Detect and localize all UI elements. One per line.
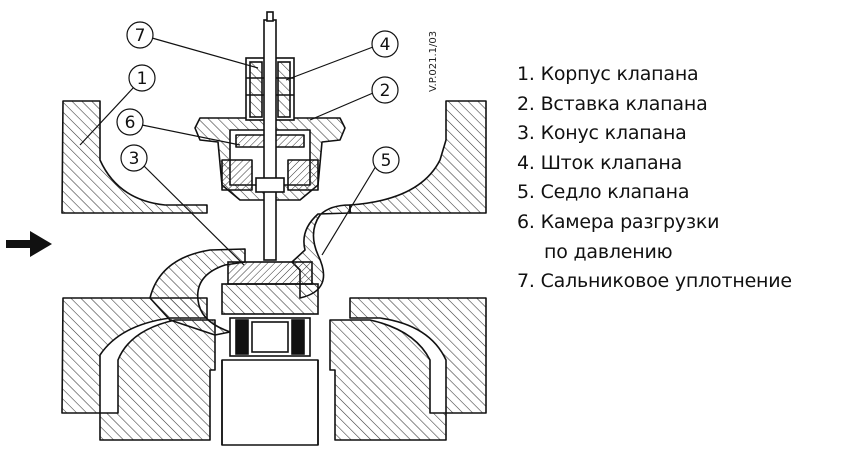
svg-text:1: 1 (137, 69, 148, 89)
callout-2: 2 (309, 76, 399, 121)
legend-item-5: 5. Седло клапана (517, 181, 690, 204)
callout-7: 7 (126, 21, 259, 69)
svg-text:4: 4 (380, 35, 391, 55)
callout-1: 1 (79, 64, 156, 146)
valve-body (61, 100, 487, 446)
callout-3: 3 (120, 144, 245, 266)
svg-text:2: 2 (380, 81, 391, 101)
legend-item-4: 4. Шток клапана (517, 151, 683, 174)
svg-text:3: 3 (129, 149, 140, 169)
callout-5: 5 (321, 146, 400, 256)
legend-item-3: 3. Конус клапана (517, 122, 687, 145)
svg-text:7: 7 (135, 26, 146, 46)
callout-4: 4 (285, 30, 399, 81)
arrow-right-icon (6, 231, 52, 257)
valve-cone (221, 261, 319, 357)
legend-item-1: 1. Корпус клапана (517, 63, 699, 85)
legend-item-2: 2. Вставка клапана (517, 92, 708, 115)
svg-text:5: 5 (381, 151, 392, 171)
valve-stem (255, 11, 285, 261)
legend-list: 1. Корпус клапана 2. Вставка клапана 3. … (517, 60, 792, 297)
legend-item-6: 6. Камера разгрузки (517, 210, 720, 233)
legend-item-6-continued: по давлению (544, 240, 673, 263)
drawing-code: V.P.021.1/03 (428, 30, 439, 92)
callout-6: 6 (116, 108, 241, 146)
svg-text:6: 6 (125, 113, 136, 133)
legend-item-7: 7. Сальниковое уплотнение (517, 270, 792, 293)
